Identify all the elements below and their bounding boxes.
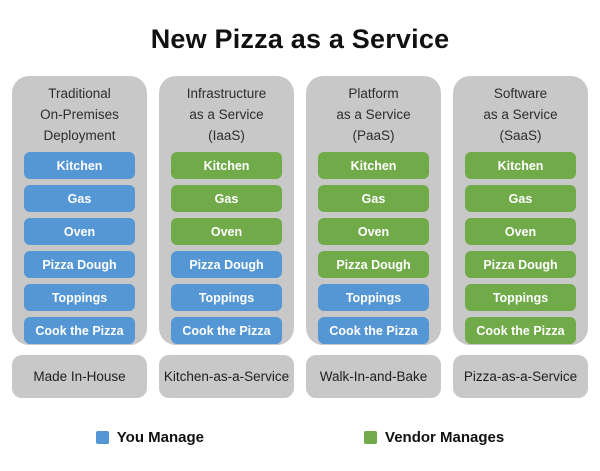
column-header-line: (SaaS) <box>499 128 542 143</box>
column-header-line: as a Service <box>189 107 264 122</box>
legend-label: You Manage <box>116 429 205 446</box>
component-box: Oven <box>24 218 135 245</box>
column-header-line: Deployment <box>43 128 116 143</box>
service-model-column: Platform as a Service (PaaS) Kitchen Gas O… <box>306 76 441 398</box>
service-nickname-box: Kitchen-as-a-Service <box>159 355 294 398</box>
component-label: Gas <box>508 191 533 206</box>
column-header-line: Traditional <box>48 86 111 101</box>
component-box: Oven <box>171 218 282 245</box>
component-box: Kitchen <box>171 152 282 179</box>
component-label: Oven <box>210 224 243 239</box>
component-label: Oven <box>357 224 390 239</box>
column-header-line: On-Premises <box>40 107 119 122</box>
component-box: Toppings <box>24 284 135 311</box>
service-nickname-box: Walk-In-and-Bake <box>306 355 441 398</box>
column-header-line: as a Service <box>336 107 411 122</box>
legend-label: Vendor Manages <box>385 429 505 446</box>
service-nickname-label: Made In-House <box>33 369 126 384</box>
component-box: Cook the Pizza <box>171 317 282 344</box>
component-label: Toppings <box>198 290 255 305</box>
component-box: Pizza Dough <box>24 251 135 278</box>
column-header-line: Infrastructure <box>186 86 267 101</box>
component-box: Kitchen <box>24 152 135 179</box>
component-label: Gas <box>214 191 239 206</box>
column-header-line: (IaaS) <box>208 128 245 143</box>
service-nickname-box: Made In-House <box>12 355 147 398</box>
component-label: Kitchen <box>350 158 397 173</box>
service-model-pillar: Software as a Service (SaaS) Kitchen Gas O… <box>453 76 588 345</box>
service-model-pillar: Infrastructure as a Service (IaaS) Kitchen… <box>159 76 294 345</box>
component-list: Kitchen Gas Oven Pizza Dough Toppings Co… <box>24 152 135 344</box>
column-header: Infrastructure as a Service (IaaS) <box>171 83 282 147</box>
column-header: Software as a Service (SaaS) <box>465 83 576 147</box>
legend-swatch <box>364 431 378 444</box>
component-label: Gas <box>67 191 92 206</box>
column-header-line: Software <box>493 86 548 101</box>
service-nickname-label: Kitchen-as-a-Service <box>163 369 290 384</box>
component-label: Oven <box>63 224 96 239</box>
component-label: Kitchen <box>56 158 103 173</box>
column-header-line: as a Service <box>483 107 558 122</box>
component-box: Cook the Pizza <box>24 317 135 344</box>
component-box: Pizza Dough <box>171 251 282 278</box>
column-header-line: Platform <box>348 86 399 101</box>
component-box: Toppings <box>465 284 576 311</box>
component-label: Pizza Dough <box>42 257 117 272</box>
component-label: Gas <box>361 191 386 206</box>
service-nickname-label: Pizza-as-a-Service <box>463 369 578 384</box>
component-box: Oven <box>465 218 576 245</box>
column-header-line: (PaaS) <box>352 128 395 143</box>
service-model-pillar: Platform as a Service (PaaS) Kitchen Gas O… <box>306 76 441 345</box>
component-label: Toppings <box>492 290 549 305</box>
component-label: Toppings <box>345 290 402 305</box>
component-label: Cook the Pizza <box>182 323 271 338</box>
component-label: Kitchen <box>497 158 544 173</box>
component-box: Pizza Dough <box>318 251 429 278</box>
service-nickname-box: Pizza-as-a-Service <box>453 355 588 398</box>
component-label: Cook the Pizza <box>476 323 565 338</box>
component-label: Pizza Dough <box>483 257 558 272</box>
component-box: Gas <box>171 185 282 212</box>
component-box: Kitchen <box>465 152 576 179</box>
legend-entry: You Manage <box>95 429 205 446</box>
component-list: Kitchen Gas Oven Pizza Dough Toppings Co… <box>465 152 576 344</box>
component-label: Cook the Pizza <box>329 323 418 338</box>
component-box: Toppings <box>171 284 282 311</box>
component-label: Toppings <box>51 290 108 305</box>
service-model-column: Infrastructure as a Service (IaaS) Kitchen… <box>159 76 294 398</box>
component-label: Pizza Dough <box>336 257 411 272</box>
column-header: Platform as a Service (PaaS) <box>318 83 429 147</box>
legend-swatch <box>95 431 109 444</box>
component-list: Kitchen Gas Oven Pizza Dough Toppings Co… <box>318 152 429 344</box>
component-box: Gas <box>318 185 429 212</box>
component-box: Gas <box>24 185 135 212</box>
legend-entry: Vendor Manages <box>364 429 504 446</box>
component-label: Kitchen <box>203 158 250 173</box>
component-box: Cook the Pizza <box>465 317 576 344</box>
component-box: Gas <box>465 185 576 212</box>
component-list: Kitchen Gas Oven Pizza Dough Toppings Co… <box>171 152 282 344</box>
service-nickname-label: Walk-In-and-Bake <box>319 369 428 384</box>
page-title: New Pizza as a Service <box>150 24 450 54</box>
legend: You Manage Vendor Manages <box>0 429 600 446</box>
component-box: Cook the Pizza <box>318 317 429 344</box>
component-label: Cook the Pizza <box>35 323 124 338</box>
component-box: Oven <box>318 218 429 245</box>
component-box: Pizza Dough <box>465 251 576 278</box>
component-label: Oven <box>504 224 537 239</box>
component-label: Pizza Dough <box>189 257 264 272</box>
component-box: Kitchen <box>318 152 429 179</box>
component-box: Toppings <box>318 284 429 311</box>
service-model-column: Software as a Service (SaaS) Kitchen Gas O… <box>453 76 588 398</box>
